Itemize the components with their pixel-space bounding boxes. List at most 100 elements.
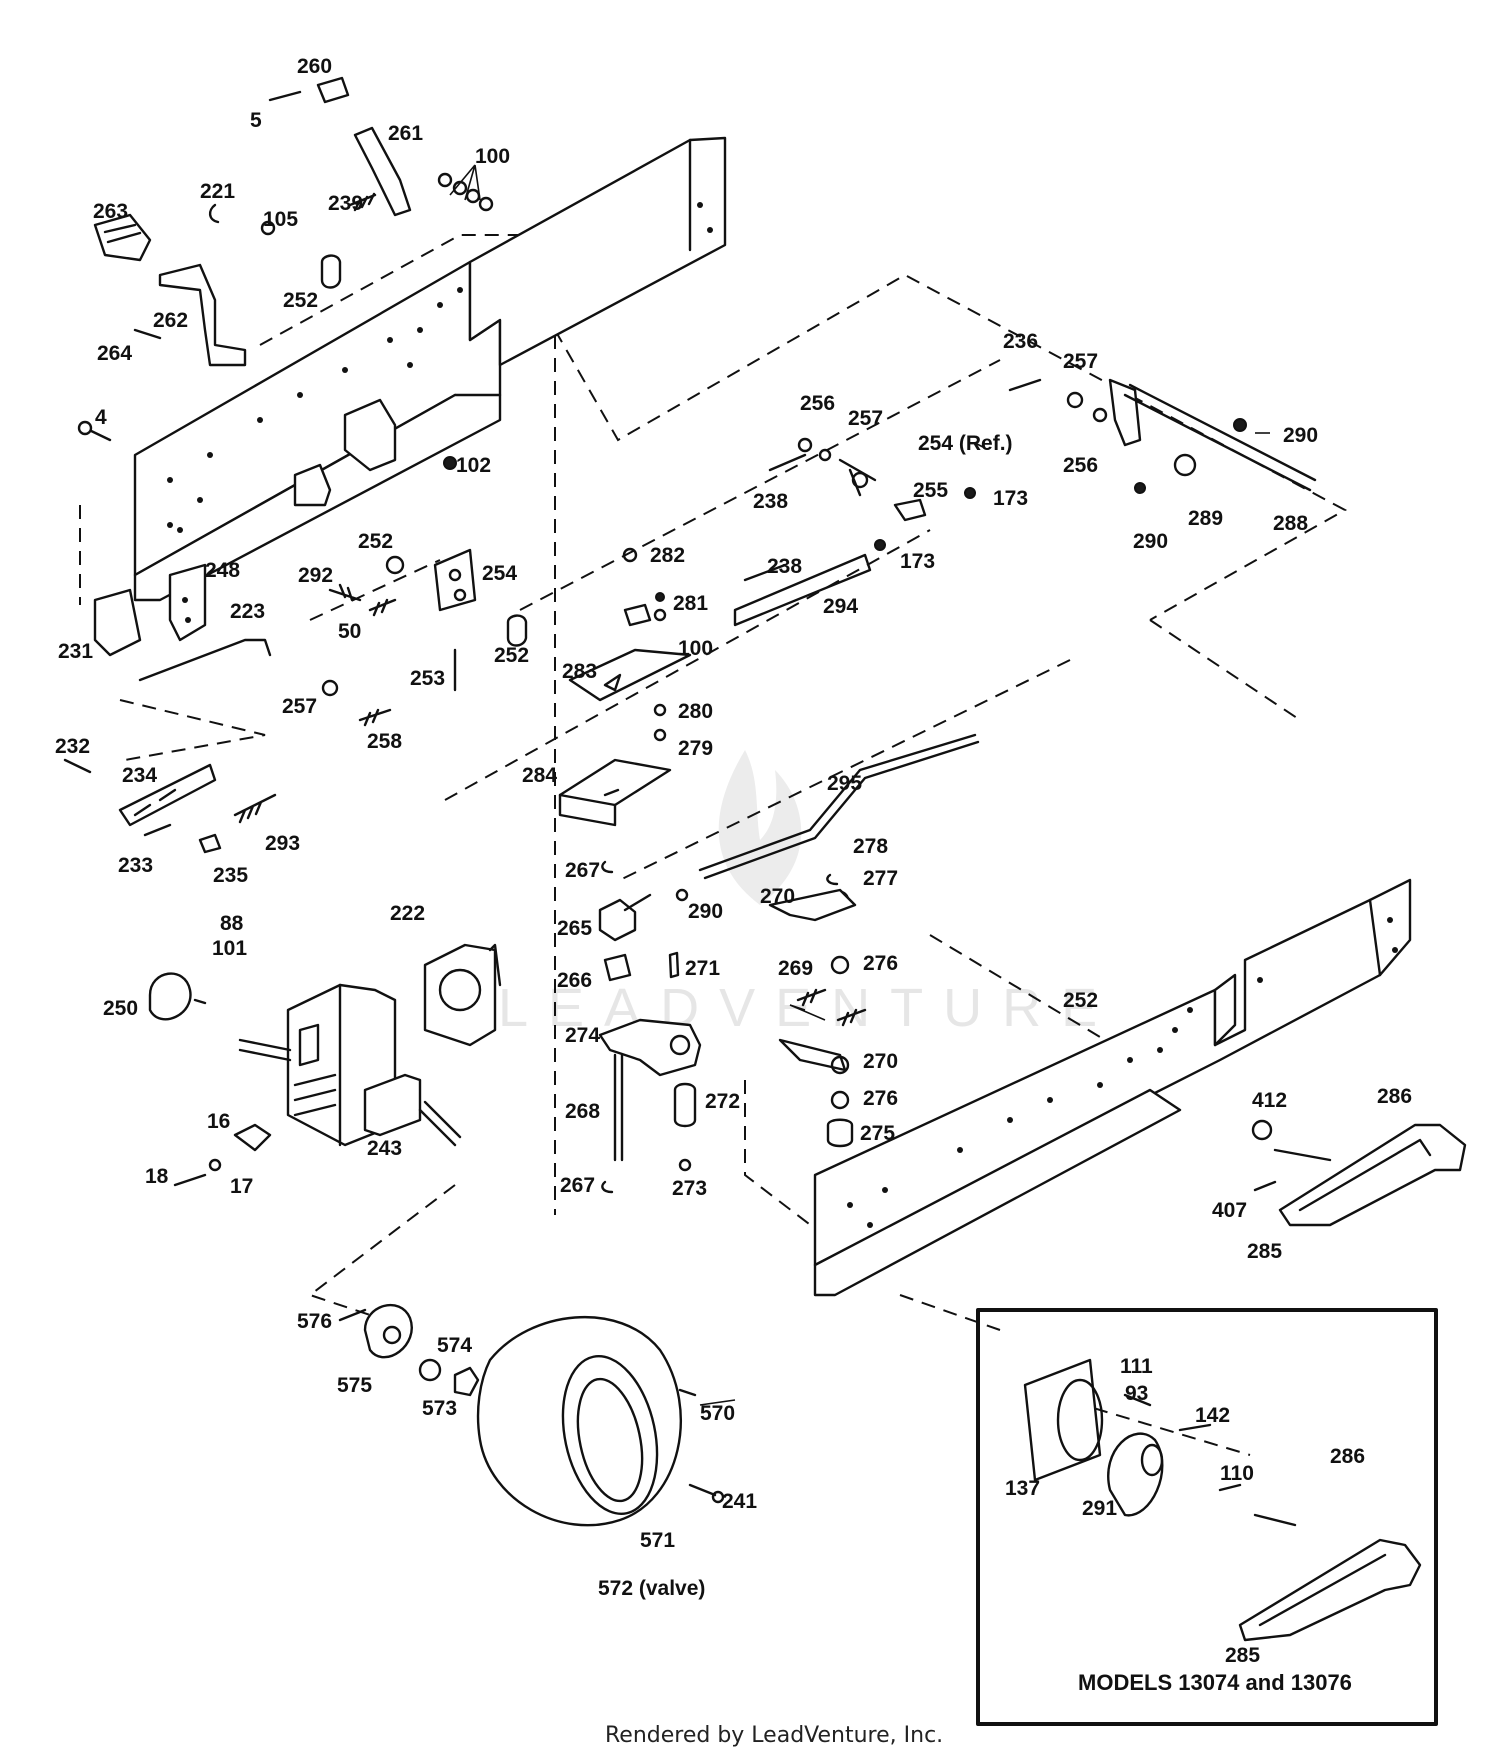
callout-label: 263 bbox=[93, 200, 128, 223]
control-linkage-center bbox=[598, 733, 980, 1194]
callout-label: 285 bbox=[1225, 1644, 1260, 1667]
bracket-cluster-mid-left bbox=[93, 548, 528, 727]
callout-label: 571 bbox=[640, 1529, 675, 1552]
right-frame-rail bbox=[813, 878, 1412, 1297]
callout-label: 273 bbox=[672, 1177, 707, 1200]
pedal-assembly-right bbox=[1251, 1119, 1467, 1227]
callout-label: 17 bbox=[230, 1175, 253, 1198]
callout-label: 264 bbox=[97, 342, 132, 365]
callout-label: 243 bbox=[367, 1137, 402, 1160]
callout-label: 575 bbox=[337, 1374, 372, 1397]
callout-label: 238 bbox=[767, 555, 802, 578]
callout-label: 258 bbox=[367, 730, 402, 753]
callout-label: 281 bbox=[673, 592, 708, 615]
callout-label: 286 bbox=[1330, 1445, 1365, 1468]
callout-label: 286 bbox=[1377, 1085, 1412, 1108]
throttle-lever-assembly bbox=[63, 758, 277, 854]
assembly-lines bbox=[79, 220, 1348, 1456]
callout-label: 110 bbox=[1220, 1462, 1254, 1485]
callout-label: 101 bbox=[212, 937, 247, 960]
callout-label: 137 bbox=[1005, 1477, 1040, 1500]
callout-label: 267 bbox=[565, 859, 600, 882]
callout-label: 288 bbox=[1273, 512, 1308, 535]
callout-label: 276 bbox=[863, 952, 898, 975]
callout-label: 270 bbox=[760, 885, 795, 908]
callout-label: 142 bbox=[1195, 1404, 1230, 1427]
callout-label: 278 bbox=[853, 835, 888, 858]
callout-label: 407 bbox=[1212, 1199, 1247, 1222]
callout-label: 276 bbox=[863, 1087, 898, 1110]
callout-label: 275 bbox=[860, 1122, 895, 1145]
callout-label: 290 bbox=[1283, 424, 1318, 447]
callout-label: 574 bbox=[437, 1334, 472, 1357]
callout-label: 265 bbox=[557, 917, 592, 940]
callout-label: 248 bbox=[205, 559, 240, 582]
callout-label: 257 bbox=[848, 407, 883, 430]
callout-label: 271 bbox=[685, 957, 720, 980]
callout-label: 572 (valve) bbox=[598, 1577, 705, 1600]
callout-label: 222 bbox=[390, 902, 425, 925]
callout-label: 173 bbox=[900, 550, 935, 573]
callout-label: 252 bbox=[1063, 989, 1098, 1012]
watermark-flame-icon bbox=[718, 750, 802, 905]
callout-label: 173 bbox=[993, 487, 1028, 510]
callout-label: 255 bbox=[913, 479, 948, 502]
callout-label: 102 bbox=[456, 454, 491, 477]
callout-label: 280 bbox=[678, 700, 713, 723]
wheel-assembly bbox=[338, 1303, 725, 1527]
callout-labels: 260 5 261 100 221 105 239 263 252 262 26… bbox=[55, 55, 1412, 1667]
callout-label: 238 bbox=[753, 490, 788, 513]
callout-label: 291 bbox=[1082, 1497, 1117, 1520]
callout-label: 252 bbox=[494, 644, 529, 667]
callout-label: 285 bbox=[1247, 1240, 1282, 1263]
callout-label: 252 bbox=[283, 289, 318, 312]
callout-label: 573 bbox=[422, 1397, 457, 1420]
callout-label: 231 bbox=[58, 640, 93, 663]
inset-models-box: MODELS 13074 and 13076 bbox=[976, 1308, 1438, 1726]
callout-label: 253 bbox=[410, 667, 445, 690]
callout-label: 241 bbox=[722, 1490, 757, 1513]
callout-label: 293 bbox=[265, 832, 300, 855]
callout-label: 254 (Ref.) bbox=[918, 432, 1013, 455]
callout-label: 254 bbox=[482, 562, 517, 585]
callout-label: 257 bbox=[282, 695, 317, 718]
callout-label: 295 bbox=[827, 772, 862, 795]
callout-label: 256 bbox=[1063, 454, 1098, 477]
callout-label: 294 bbox=[823, 595, 858, 618]
callout-label: 236 bbox=[1003, 330, 1038, 353]
callout-label: 274 bbox=[565, 1024, 600, 1047]
callout-label: 269 bbox=[778, 957, 813, 980]
callout-label: 18 bbox=[145, 1165, 169, 1188]
callout-label: 267 bbox=[560, 1174, 595, 1197]
callout-label: 283 bbox=[562, 660, 597, 683]
callout-label: 105 bbox=[263, 208, 298, 231]
callout-label: 277 bbox=[863, 867, 898, 890]
callout-label: 270 bbox=[863, 1050, 898, 1073]
callout-label: 284 bbox=[522, 764, 557, 787]
callout-label: 257 bbox=[1063, 350, 1098, 373]
transaxle-assembly bbox=[148, 943, 502, 1187]
callout-label: 235 bbox=[213, 864, 248, 887]
callout-label: 223 bbox=[230, 600, 265, 623]
callout-label: 5 bbox=[250, 109, 262, 132]
callout-label: 282 bbox=[650, 544, 685, 567]
callout-label: 100 bbox=[475, 145, 510, 168]
callout-label: 260 bbox=[297, 55, 332, 78]
callout-label: 221 bbox=[200, 180, 235, 203]
callout-label: 4 bbox=[95, 406, 107, 429]
callout-label: 272 bbox=[705, 1090, 740, 1113]
callout-label: 412 bbox=[1252, 1089, 1287, 1112]
callout-label: 100 bbox=[678, 637, 713, 660]
callout-label: 234 bbox=[122, 764, 157, 787]
callout-label: 93 bbox=[1125, 1382, 1148, 1405]
callout-label: 50 bbox=[338, 620, 361, 643]
lever-cluster-top-left bbox=[77, 76, 494, 507]
callout-label: 111 bbox=[1120, 1355, 1153, 1378]
callout-label: 279 bbox=[678, 737, 713, 760]
callout-label: 576 bbox=[297, 1310, 332, 1333]
left-frame-rail bbox=[133, 136, 727, 602]
callout-label: 290 bbox=[688, 900, 723, 923]
callout-label: 232 bbox=[55, 735, 90, 758]
callout-label: 570 bbox=[700, 1402, 735, 1425]
